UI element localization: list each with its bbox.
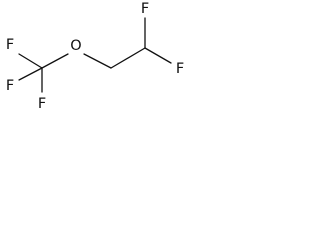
bond-c1-f-left xyxy=(18,67,43,81)
atom-o-ether: O xyxy=(70,38,81,54)
atom-f-chf2-right: F xyxy=(176,61,184,77)
molecule-svg: F F F O F F xyxy=(6,1,184,112)
atom-f-cf3-bottom: F xyxy=(38,96,46,112)
bond-c1-o xyxy=(41,53,69,69)
bond-c2-c3 xyxy=(110,47,146,69)
bond-c3-f-right xyxy=(144,47,172,64)
atom-f-chf2-top: F xyxy=(141,1,149,17)
bond-o-c2 xyxy=(83,53,112,69)
structure-diagram: F F F O F F xyxy=(0,0,188,118)
atom-f-cf3-top: F xyxy=(6,37,14,53)
atom-f-cf3-left: F xyxy=(6,78,14,94)
bond-c1-f-top xyxy=(18,53,43,69)
